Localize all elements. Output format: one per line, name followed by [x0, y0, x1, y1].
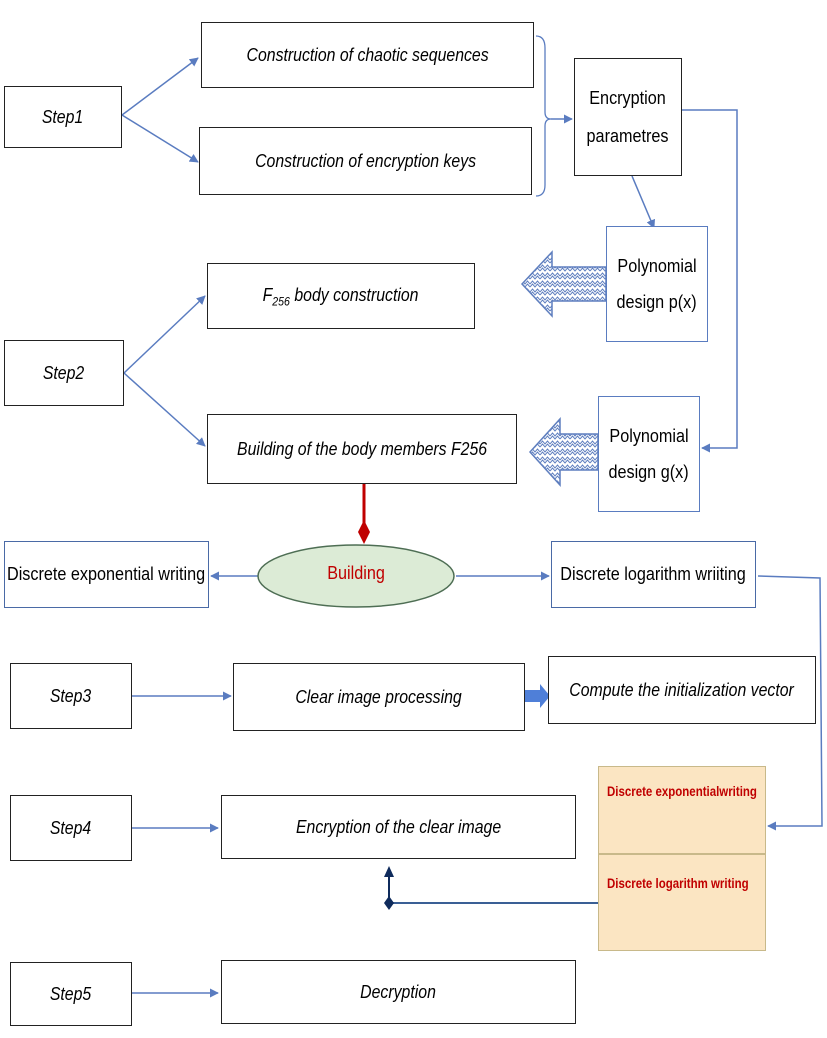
params-to-poly-g-arrow — [682, 109, 738, 453]
log-to-step4-arrow — [757, 575, 823, 831]
f256-body-box: F256 body construction — [207, 263, 475, 329]
discrete-log-box: Discrete logarithm wriiting — [551, 541, 756, 608]
building-label-wrap: Building — [256, 563, 456, 584]
chaotic-sequences-label: Construction of chaotic sequences — [246, 44, 489, 65]
poly-g-line2: design g(x) — [608, 462, 690, 482]
clear-image-label: Clear image processing — [295, 686, 463, 707]
decryption-label: Decryption — [360, 981, 437, 1002]
encrypt-clear-label: Encryption of the clear image — [295, 816, 502, 837]
note-log-label: Discrete logarithm writing — [607, 875, 749, 891]
note-exp-writing: Discrete exponentialwriting — [598, 766, 766, 854]
step2-label: Step2 — [43, 362, 85, 383]
f256-prefix: F — [263, 284, 273, 305]
poly-g-line1: Polynomial — [609, 425, 689, 446]
params-line1: Encryption — [589, 87, 667, 108]
step5-box: Step5 — [10, 962, 132, 1026]
poly-g-hollow-arrow — [528, 417, 599, 487]
encrypt-clear-box: Encryption of the clear image — [221, 795, 576, 859]
clear-to-iv-arrow — [522, 684, 550, 708]
encryption-keys-label: Construction of encryption keys — [255, 150, 476, 171]
polynomial-p-box: Polynomial design p(x) — [606, 226, 708, 342]
note-to-enc-diamond — [384, 896, 394, 910]
step1-arrow-up — [121, 57, 199, 116]
f256-subscript: 256 — [272, 294, 291, 309]
params-to-poly-p-arrow — [631, 175, 655, 229]
step2-arrow-up — [123, 295, 206, 374]
poly-p-line2: design p(x) — [616, 292, 698, 312]
building-ellipse — [257, 544, 455, 608]
init-vector-label: Compute the initialization vector — [569, 679, 795, 700]
polynomial-g-box: Polynomial design g(x) — [598, 396, 700, 512]
discrete-log-label: Discrete logarithm wriiting — [560, 564, 747, 585]
step1-box: Step1 — [4, 86, 122, 148]
step3-label: Step3 — [50, 685, 92, 706]
note-log-writing: Discrete logarithm writing — [598, 854, 766, 951]
discrete-exp-box: Discrete exponential writing — [4, 541, 209, 608]
members-to-building-diamond — [358, 520, 370, 544]
step3-box: Step3 — [10, 663, 132, 729]
encryption-params-box: Encryption parametres — [574, 58, 682, 176]
note-to-enc-arrowhead — [384, 866, 394, 877]
body-members-label: Building of the body members F256 — [236, 438, 488, 459]
f256-body-label: F256 body construction — [263, 283, 419, 310]
f256-rest: body construction — [290, 284, 419, 305]
poly-p-line1: Polynomial — [617, 255, 697, 276]
chaotic-sequences-box: Construction of chaotic sequences — [201, 22, 534, 88]
building-label: Building — [327, 563, 385, 583]
body-members-box: Building of the body members F256 — [207, 414, 517, 484]
note-exp-label: Discrete exponentialwriting — [607, 783, 757, 799]
step4-label: Step4 — [50, 817, 92, 838]
clear-image-box: Clear image processing — [233, 663, 525, 731]
params-line2: parametres — [587, 126, 669, 146]
poly-p-hollow-arrow — [520, 250, 607, 318]
step1-arrow-down — [121, 114, 199, 163]
discrete-exp-label: Discrete exponential writing — [7, 564, 206, 585]
init-vector-box: Compute the initialization vector — [548, 656, 816, 724]
step5-label: Step5 — [50, 983, 92, 1004]
step2-box: Step2 — [4, 340, 124, 406]
encryption-keys-box: Construction of encryption keys — [199, 127, 532, 195]
step1-brace — [535, 35, 552, 197]
step4-box: Step4 — [10, 795, 132, 861]
step2-arrow-down — [123, 372, 206, 447]
step1-label: Step1 — [42, 106, 84, 127]
decryption-box: Decryption — [221, 960, 576, 1024]
